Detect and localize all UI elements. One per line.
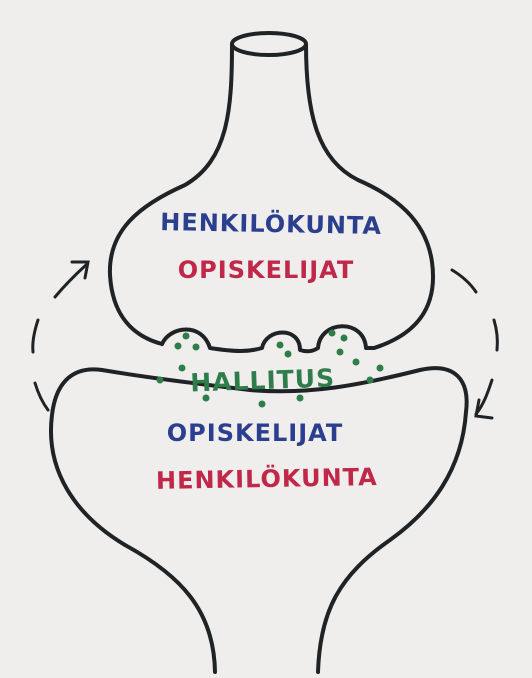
arrow-left-middle [31, 318, 40, 354]
upper-terminal-outline [107, 42, 435, 350]
lower-terminal [49, 366, 469, 674]
dot [336, 348, 344, 356]
upper-terminal-base [160, 324, 376, 354]
arrowhead-right [474, 398, 494, 420]
lower-terminal-outline [49, 366, 469, 674]
dot [352, 358, 360, 366]
axon-opening [230, 31, 308, 57]
dot [276, 341, 284, 349]
dot [376, 364, 384, 372]
lower-label-students: OPISKELIJAT [167, 419, 343, 447]
dot [296, 394, 304, 402]
dot [192, 343, 200, 351]
lower-label-staff: HENKILÖKUNTA [156, 461, 378, 495]
neurotransmitter-dots [156, 329, 384, 408]
dot [178, 364, 186, 372]
dot [202, 394, 210, 402]
dot [284, 350, 292, 358]
cleft-label-board: HALLITUS [190, 363, 336, 397]
dot [156, 376, 164, 384]
dot [258, 400, 266, 408]
arrow-left-lower [33, 381, 50, 412]
dot [366, 376, 374, 384]
arrowhead-left [70, 260, 90, 280]
arrow-right-upper [450, 268, 478, 294]
dot [328, 329, 336, 337]
upper-label-students: OPISKELIJAT [178, 256, 354, 284]
arrow-left-upper [53, 263, 88, 299]
dot [174, 342, 182, 350]
arrow-right-middle [492, 318, 499, 352]
dot [182, 332, 190, 340]
upper-label-staff: HENKILÖKUNTA [160, 206, 382, 240]
upper-terminal [107, 31, 435, 354]
cycle-arrows [31, 260, 499, 420]
dot [340, 334, 348, 342]
